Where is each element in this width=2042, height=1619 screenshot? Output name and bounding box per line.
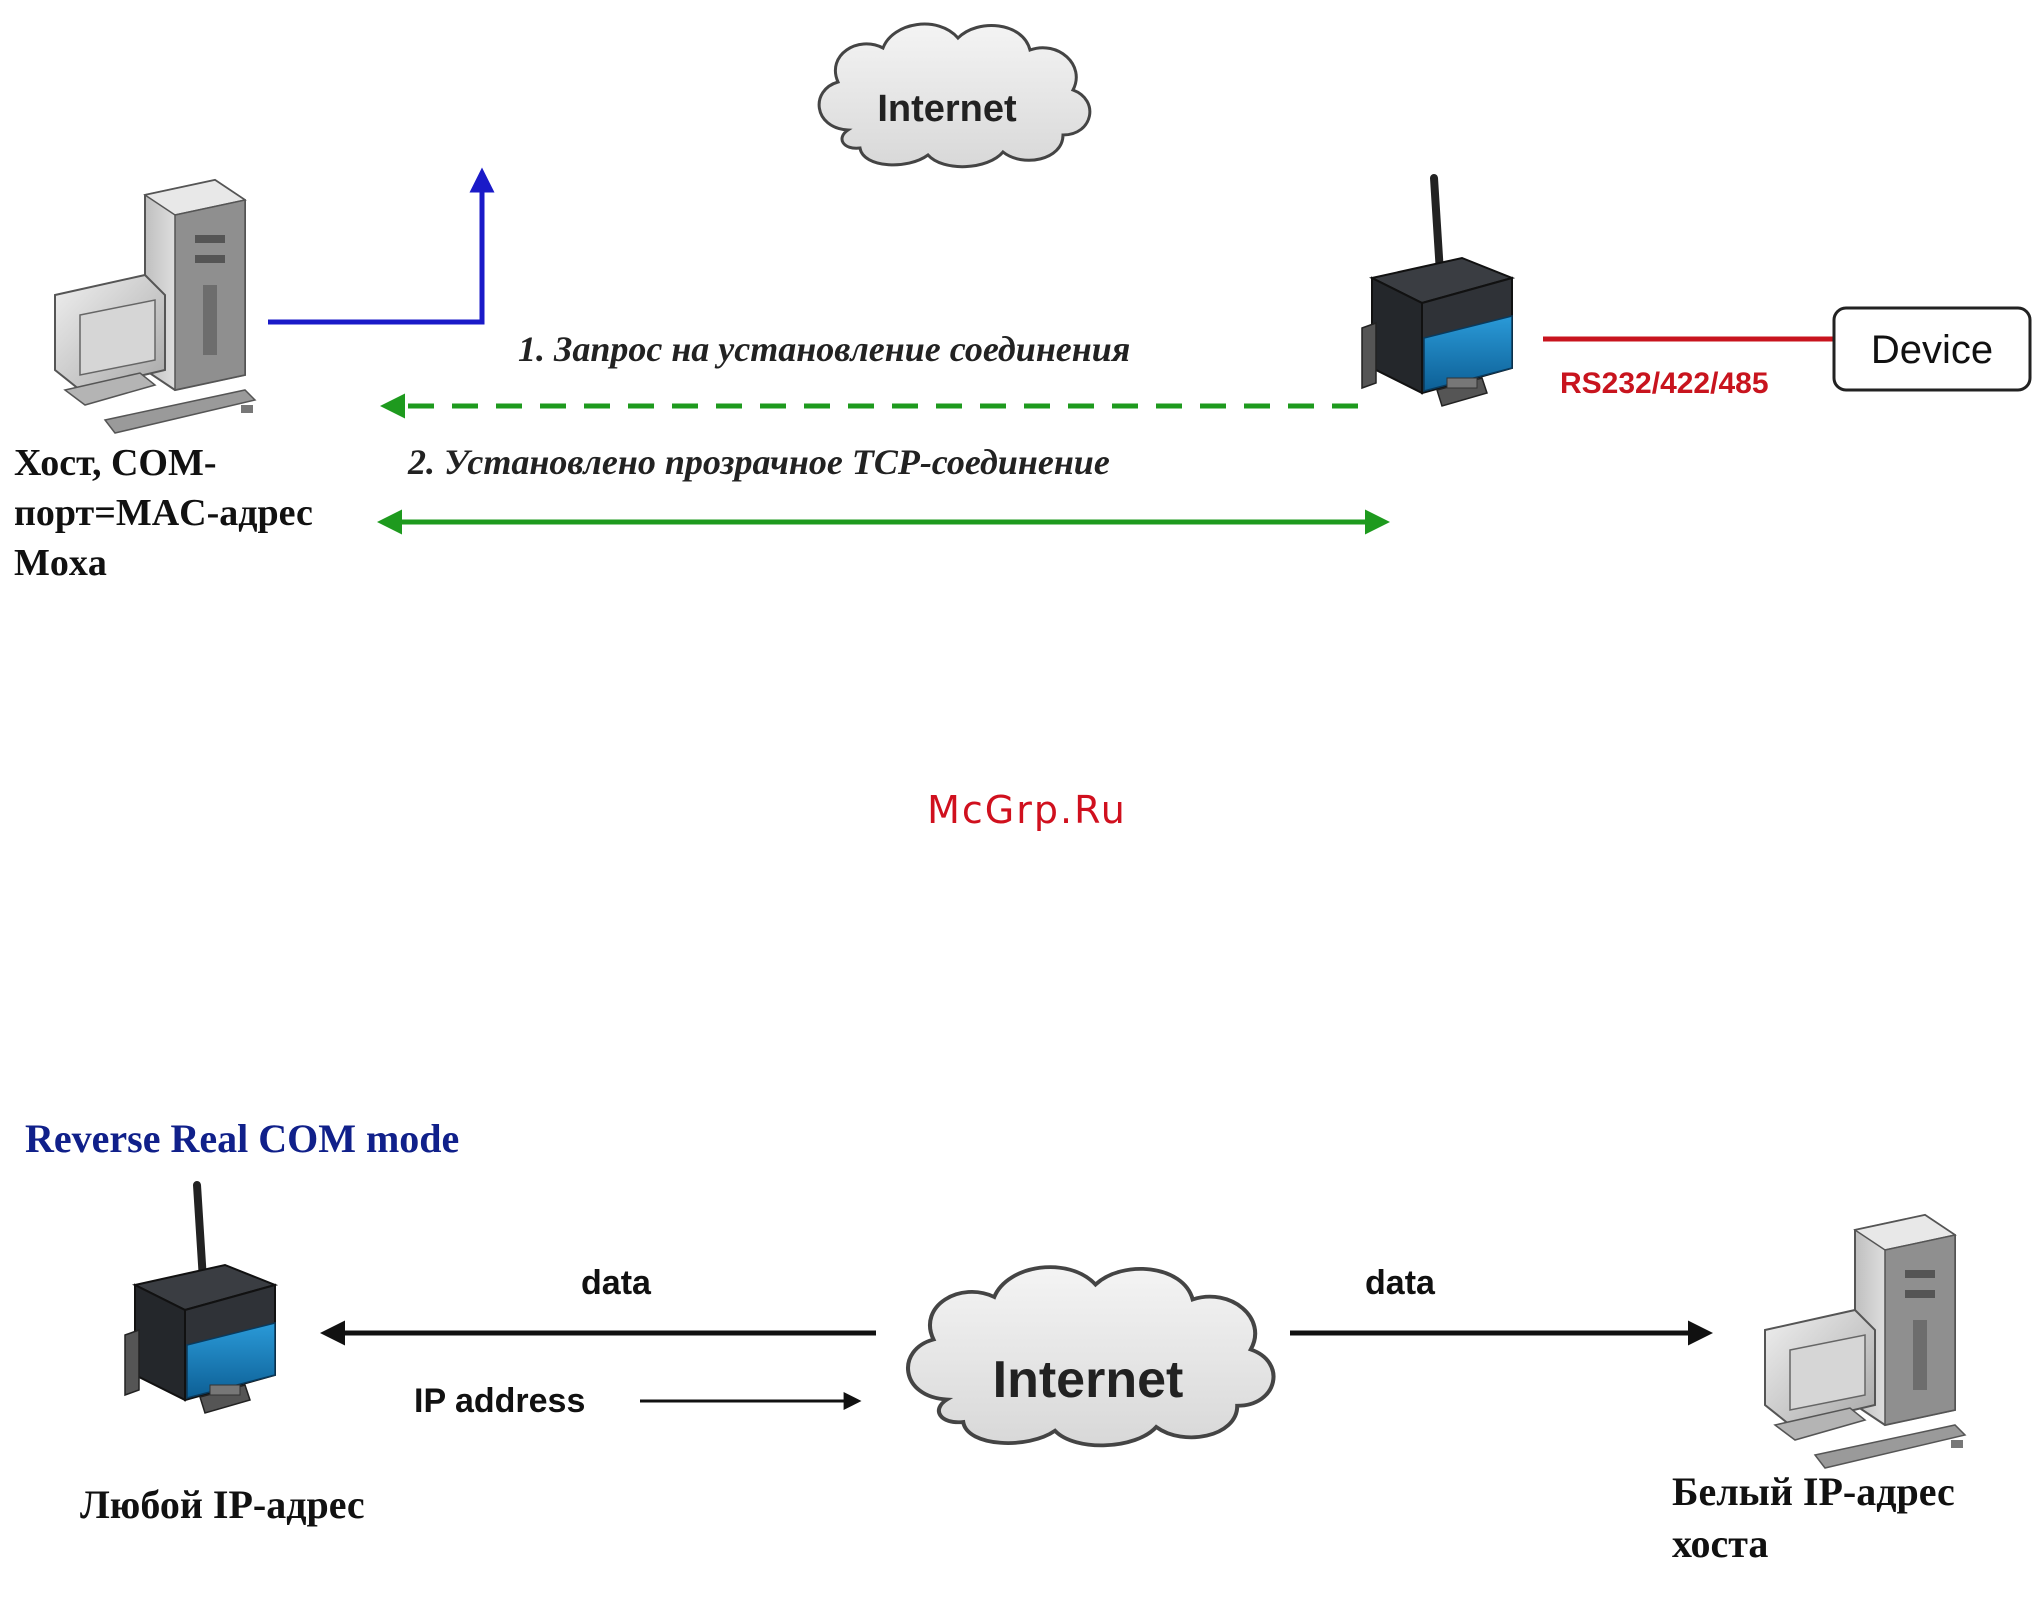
serial-label: RS232/422/485 <box>1560 367 1769 400</box>
bottom-cloud-label: Internet <box>993 1351 1184 1409</box>
host-caption-line-1: Белый IP-адрес <box>1672 1469 1955 1514</box>
host-computer-icon <box>55 180 255 433</box>
host-label-line-2: порт=MAC-адрес <box>14 492 313 534</box>
step1-label: 1. Запрос на установление соединения <box>518 329 1130 369</box>
host-label-line-3: Moxa <box>14 542 107 584</box>
top-cloud-label: Internet <box>877 88 1017 130</box>
ip-address-label: IP address <box>414 1382 585 1420</box>
moxa-wireless-device-icon <box>1362 178 1512 406</box>
host-computer-icon <box>1765 1215 1965 1468</box>
host-label: Хост, COM- порт=MAC-адрес Moxa <box>14 442 322 584</box>
device-label: Device <box>1871 328 1993 372</box>
host-caption-line-2: хоста <box>1672 1521 1768 1566</box>
data-right-label: data <box>1365 1264 1436 1302</box>
host-label-line-1: Хост, COM- <box>14 442 216 484</box>
step2-label: 2. Установлено прозрачное TCP-соединение <box>407 442 1110 482</box>
data-left-label: data <box>581 1264 652 1302</box>
host-caption: Белый IP-адрес хоста <box>1672 1469 1965 1566</box>
uplink-arrow <box>268 180 482 322</box>
reverse-mode-title: Reverse Real COM mode <box>25 1116 459 1161</box>
top-diagram: Internet RS232/422/485 Device 1. Запрос … <box>14 24 2030 584</box>
moxa-wireless-device-icon <box>125 1185 275 1413</box>
watermark: McGrp.Ru <box>927 788 1127 832</box>
moxa-caption: Любой IP-адрес <box>80 1482 365 1527</box>
bottom-diagram: Reverse Real COM mode Internet data IP a… <box>25 1116 1965 1566</box>
